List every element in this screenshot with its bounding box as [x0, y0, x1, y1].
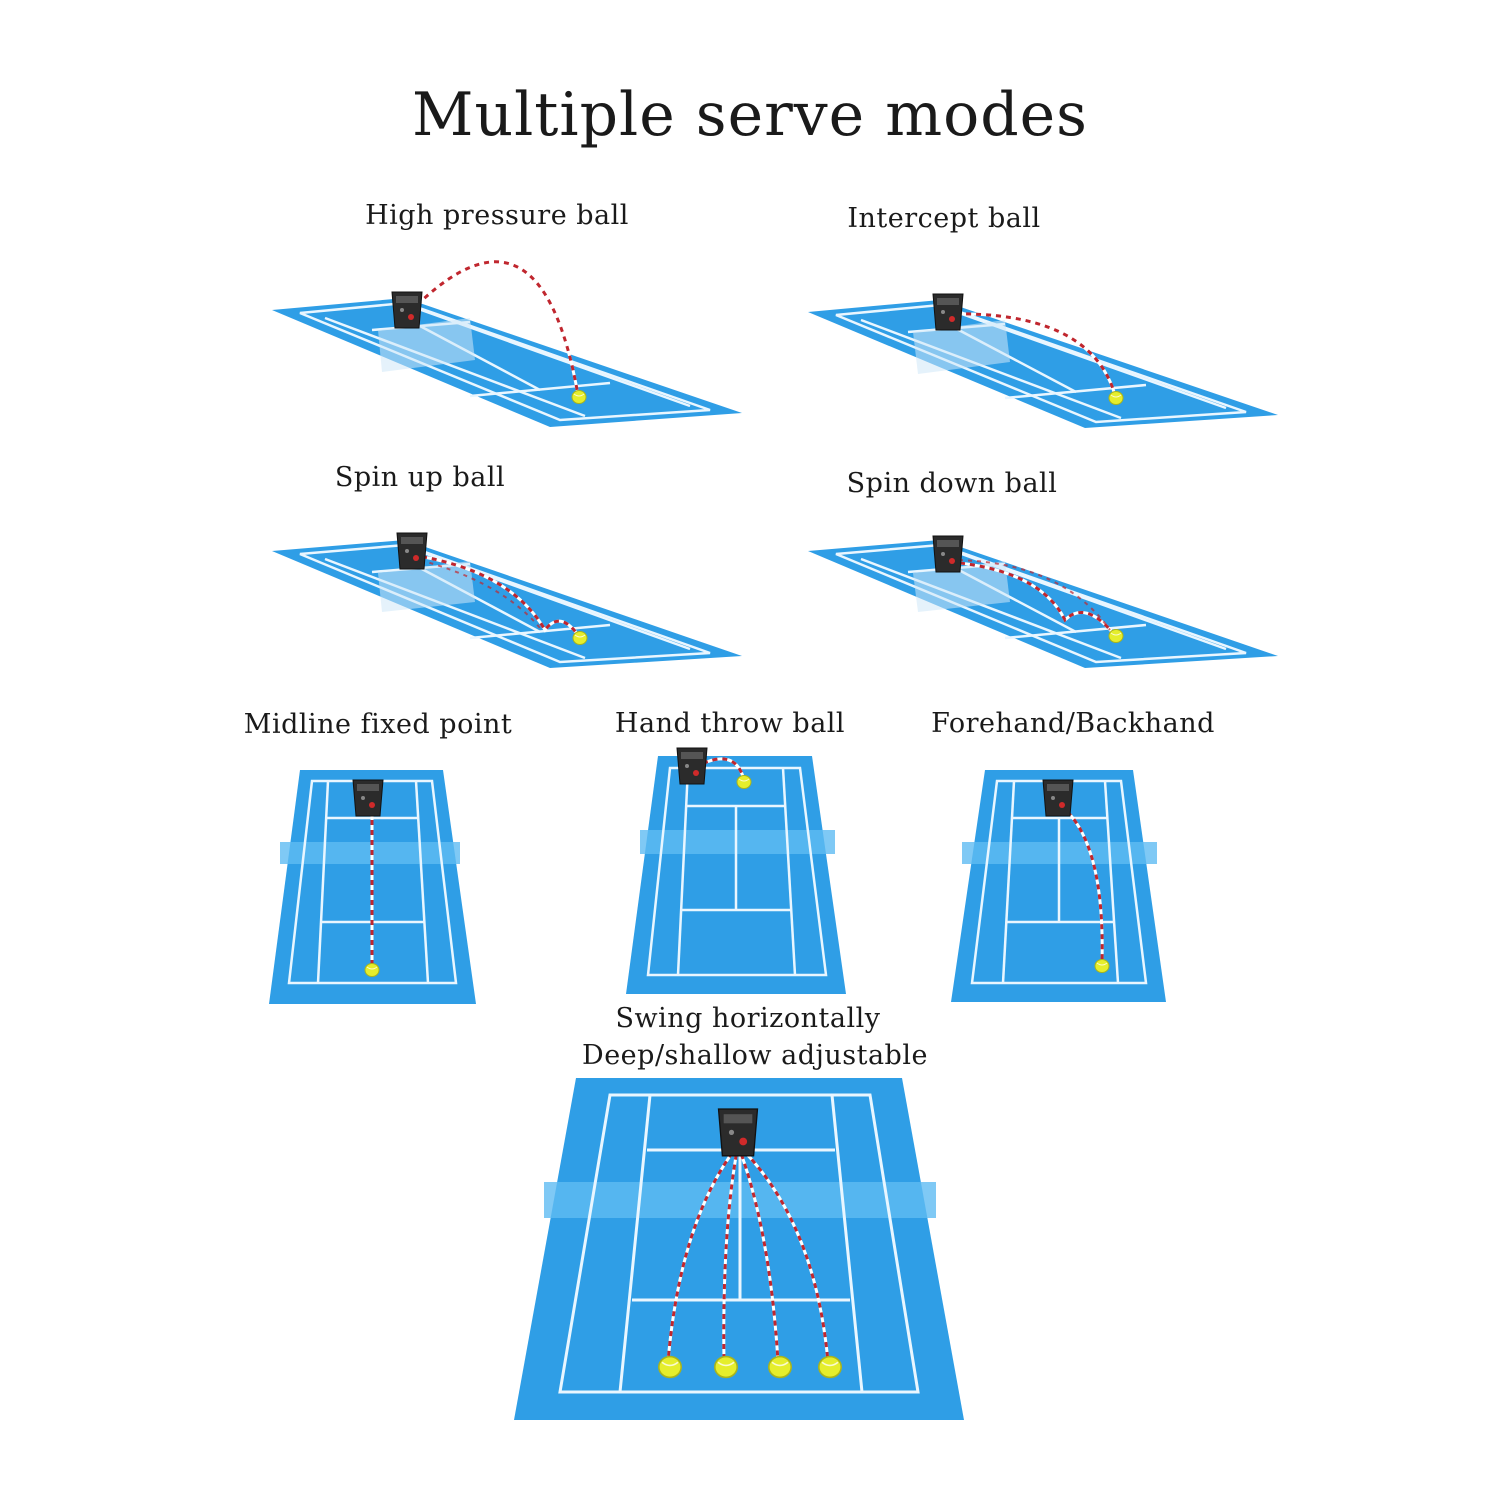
- tennis-ball-icon: [713, 1355, 739, 1379]
- court-intercept-ball: [808, 293, 1278, 428]
- tennis-ball-icon: [817, 1355, 843, 1379]
- net: [378, 561, 475, 612]
- ball-machine-icon: [396, 532, 428, 570]
- tennis-ball-icon: [1094, 959, 1110, 973]
- trajectory: [408, 260, 580, 396]
- trajectory: [693, 757, 746, 781]
- court-spin-down-ball: [808, 535, 1278, 668]
- net: [280, 842, 460, 864]
- page-title: Multiple serve modes: [412, 80, 1088, 150]
- trajectory: [945, 312, 1117, 396]
- ball-machine-icon: [352, 779, 384, 817]
- label-spin-down-ball: Spin down ball: [846, 468, 1058, 499]
- ball-machine-icon: [717, 1108, 759, 1157]
- court-hand-throw-ball: [626, 747, 846, 994]
- court-swing-horizontally: [514, 1078, 964, 1420]
- net: [378, 318, 475, 372]
- tennis-ball-icon: [767, 1355, 793, 1379]
- swing-trajectories: [666, 1143, 830, 1363]
- label-hand-throw-ball: Hand throw ball: [614, 708, 846, 739]
- label-deep-shallow-adjustable: Deep/shallow adjustable: [582, 1040, 928, 1071]
- tennis-ball-icon: [571, 390, 587, 404]
- label-swing-horizontally: Swing horizontally: [615, 1003, 881, 1034]
- ball-machine-icon: [1042, 779, 1074, 817]
- ball-machine-icon: [932, 535, 964, 573]
- court-high-pressure-ball: [272, 260, 742, 427]
- label-high-pressure-ball: High pressure ball: [365, 200, 629, 231]
- court-midline-fixed-point: [269, 770, 476, 1004]
- ball-machine-icon: [676, 747, 708, 785]
- label-midline-fixed-point: Midline fixed point: [243, 709, 513, 740]
- label-intercept-ball: Intercept ball: [847, 203, 1041, 234]
- label-forehand-backhand: Forehand/Backhand: [931, 708, 1215, 739]
- tennis-ball-icon: [1108, 391, 1124, 405]
- tennis-ball-icon: [657, 1355, 683, 1379]
- tennis-ball-icon: [364, 963, 380, 977]
- court-spin-up-ball: [272, 532, 742, 668]
- tennis-ball-icon: [572, 631, 588, 645]
- tennis-ball-icon: [1108, 629, 1124, 643]
- net: [913, 320, 1010, 374]
- net: [913, 561, 1010, 612]
- net: [640, 830, 835, 854]
- court-forehand-backhand: [951, 770, 1166, 1002]
- label-spin-up-ball: Spin up ball: [334, 462, 506, 493]
- trajectory: [411, 553, 580, 636]
- ball-machine-icon: [932, 293, 964, 331]
- ball-machine-icon: [391, 291, 423, 329]
- tennis-ball-icon: [736, 775, 752, 789]
- trajectory: [949, 560, 1115, 634]
